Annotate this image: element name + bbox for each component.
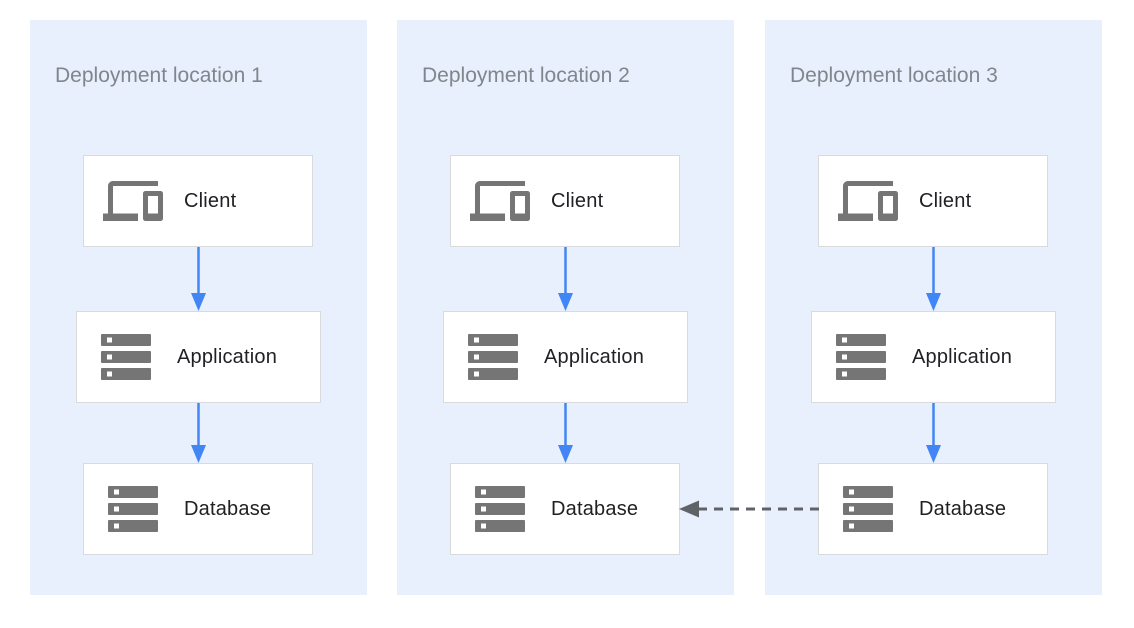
flow-arrow-application-to-database [558, 403, 573, 463]
node-label: Database [551, 497, 639, 520]
client-node: Client [818, 155, 1048, 247]
database-node: Database [450, 463, 680, 555]
application-node: Application [443, 311, 688, 403]
flow-arrow-application-to-database [191, 403, 206, 463]
server-stack-icon [102, 486, 164, 532]
panel-title: Deployment location 1 [55, 64, 263, 87]
node-label: Client [184, 189, 237, 212]
application-node: Application [811, 311, 1056, 403]
devices-icon [469, 171, 531, 231]
node-label: Application [912, 345, 1013, 368]
server-stack-icon [95, 334, 157, 380]
panel-title: Deployment location 3 [790, 64, 998, 87]
devices-icon [102, 171, 164, 231]
flow-arrow-client-to-application [558, 247, 573, 311]
node-label: Application [544, 345, 645, 368]
node-label: Client [551, 189, 604, 212]
server-stack-icon [837, 486, 899, 532]
database-node: Database [818, 463, 1048, 555]
devices-icon [837, 171, 899, 231]
server-stack-icon [462, 334, 524, 380]
replication-arrow-db3-to-db2 [679, 500, 820, 518]
application-node: Application [76, 311, 321, 403]
node-label: Database [184, 497, 272, 520]
client-node: Client [83, 155, 313, 247]
deployment-location-1-panel: Deployment location 1 Client Application [30, 20, 367, 595]
flow-arrow-client-to-application [191, 247, 206, 311]
node-label: Client [919, 189, 972, 212]
deployment-location-3-panel: Deployment location 3 Client Application [765, 20, 1102, 595]
server-stack-icon [830, 334, 892, 380]
deployment-location-2-panel: Deployment location 2 Client Application [397, 20, 734, 595]
panel-title: Deployment location 2 [422, 64, 630, 87]
node-label: Application [177, 345, 278, 368]
flow-arrow-application-to-database [926, 403, 941, 463]
client-node: Client [450, 155, 680, 247]
node-label: Database [919, 497, 1007, 520]
server-stack-icon [469, 486, 531, 532]
flow-arrow-client-to-application [926, 247, 941, 311]
database-node: Database [83, 463, 313, 555]
